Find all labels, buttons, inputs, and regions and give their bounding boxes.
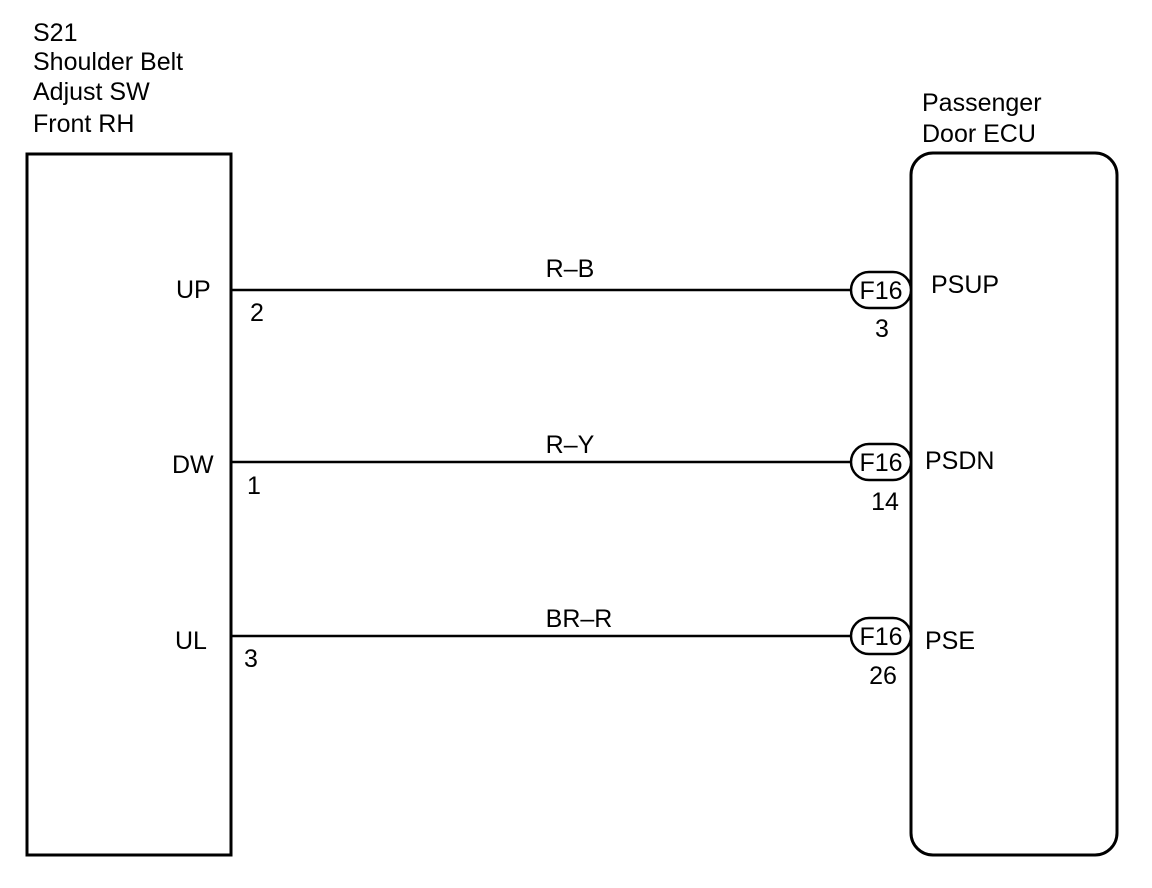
switch-name-line2: Adjust SW [33, 78, 150, 106]
connector-badge [849, 442, 913, 482]
circuit-row: UL 3 BR–R F16 26 PSE [175, 605, 975, 690]
switch-pin-number: 3 [244, 645, 258, 673]
switch-pin-number: 2 [250, 299, 264, 327]
connector-badge [849, 616, 913, 656]
connector-badge [849, 270, 913, 310]
ecu-label: Passenger Door ECU [922, 89, 1042, 148]
ecu-pin-number: 26 [869, 662, 897, 690]
circuit-row: DW 1 R–Y F16 14 PSDN [172, 431, 994, 516]
ecu-name-line2: Door ECU [922, 120, 1036, 148]
switch-pin-number: 1 [247, 472, 261, 500]
ecu-terminal-label: PSDN [925, 447, 994, 475]
ecu-terminal-label: PSE [925, 627, 975, 655]
connector-code: F16 [859, 277, 902, 305]
switch-code: S21 [33, 19, 77, 47]
switch-name-line1: Shoulder Belt [33, 48, 183, 76]
switch-box [25, 152, 233, 857]
circuit-row: UP 2 R–B F16 3 PSUP [176, 255, 999, 343]
connector-code: F16 [859, 449, 902, 477]
ecu-pin-number: 14 [871, 488, 899, 516]
wire-color-label: R–B [546, 255, 595, 283]
connector-code: F16 [859, 623, 902, 651]
wire-color-label: BR–R [546, 605, 613, 633]
switch-label: S21 Shoulder Belt Adjust SW Front RH [33, 19, 183, 138]
switch-terminal-label: UL [175, 627, 207, 655]
ecu-terminal-label: PSUP [931, 271, 999, 299]
switch-terminal-label: UP [176, 276, 211, 304]
switch-terminal-label: DW [172, 451, 214, 479]
ecu-name-line1: Passenger [922, 89, 1042, 117]
ecu-box [909, 151, 1119, 857]
ecu-pin-number: 3 [875, 315, 889, 343]
switch-name-line3: Front RH [33, 110, 134, 138]
wire-color-label: R–Y [546, 431, 595, 459]
